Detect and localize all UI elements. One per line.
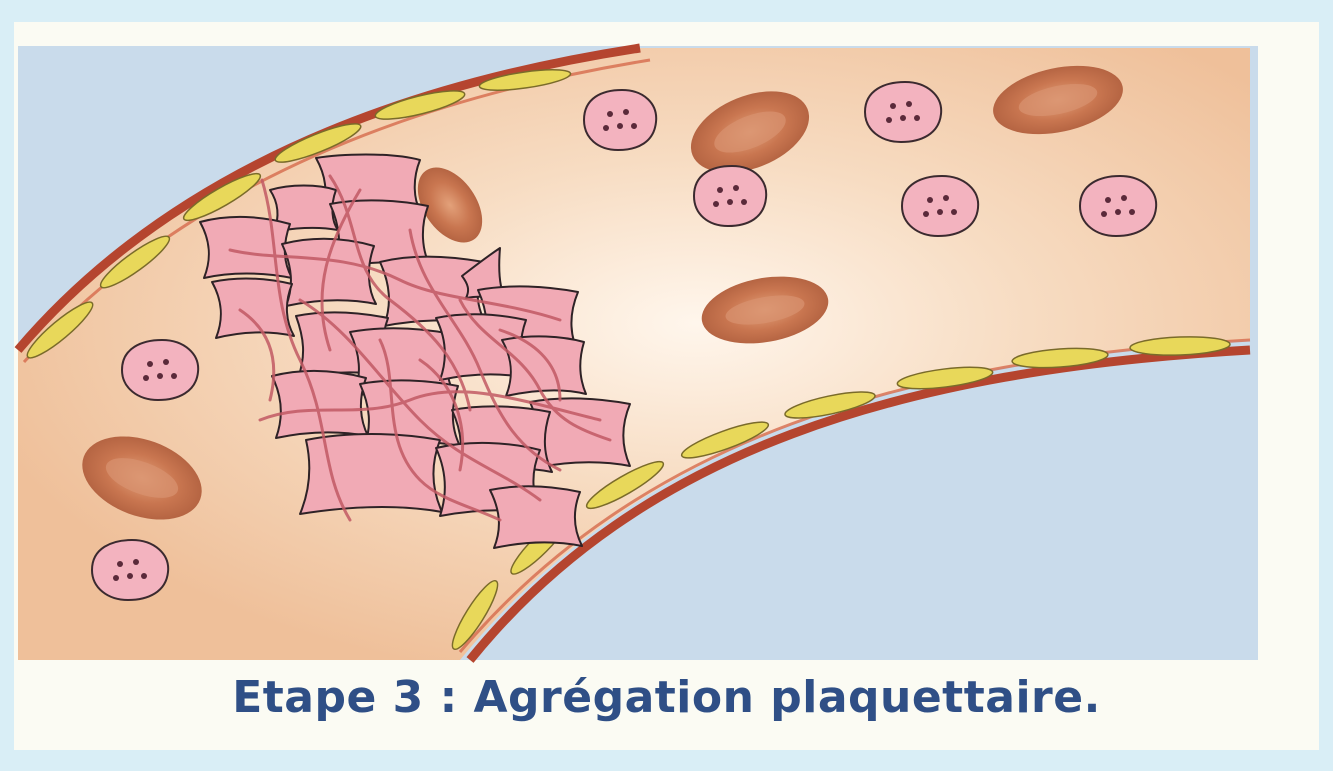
platelet-icon — [122, 340, 198, 400]
platelet-icon — [1080, 176, 1156, 236]
activated-platelet — [282, 239, 376, 306]
platelet-icon — [694, 166, 766, 226]
diagram-caption: Etape 3 : Agrégation plaquettaire. — [0, 668, 1333, 728]
platelet-icon — [865, 82, 941, 142]
platelet-icon — [584, 90, 656, 150]
platelet-icon — [92, 540, 168, 600]
platelet-icon — [902, 176, 978, 236]
activated-platelet — [300, 434, 442, 514]
activated-platelet — [272, 371, 368, 438]
activated-platelet — [502, 336, 586, 396]
activated-platelet — [200, 217, 292, 278]
